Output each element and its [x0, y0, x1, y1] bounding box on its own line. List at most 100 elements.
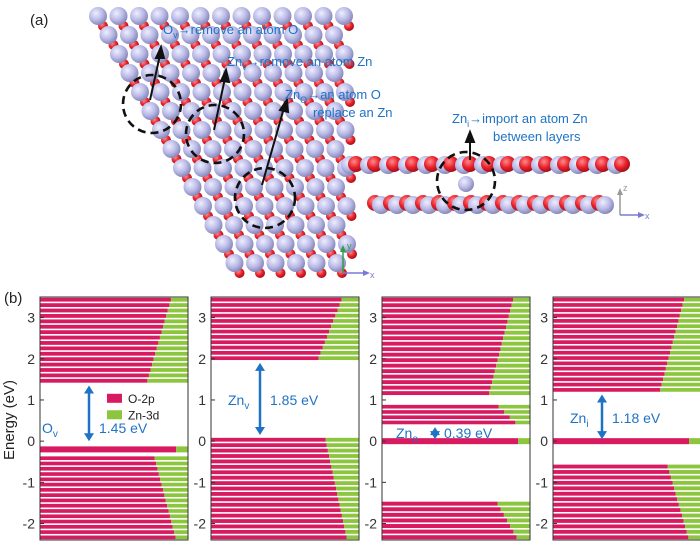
o-atom: [462, 156, 478, 172]
o2p-bar: [553, 519, 684, 523]
o-atom: [443, 156, 459, 172]
panel-a-label: (a): [30, 12, 48, 29]
zn-atom: [294, 7, 312, 25]
zn3d-bar: [161, 330, 188, 335]
y-tick-label: 3: [540, 310, 548, 326]
o-atom: [367, 156, 383, 172]
zn3d-bar: [663, 377, 700, 382]
o-atom: [614, 156, 630, 172]
zn3d-bar: [156, 346, 188, 351]
o2p-bar: [40, 346, 157, 351]
zn3d-bar: [156, 461, 188, 466]
o2p-bar: [553, 497, 678, 502]
zn-atom: [204, 216, 223, 234]
zn-atom: [596, 196, 614, 214]
zn-atom: [151, 83, 170, 101]
zn3d-bar: [507, 518, 530, 523]
zn3d-bar: [674, 334, 700, 339]
zn3d-bar: [167, 503, 188, 508]
o2p-bar: [211, 464, 332, 469]
zn-atom: [109, 7, 128, 25]
o2p-bar: [40, 456, 155, 461]
o2p-bar: [382, 524, 511, 529]
zn-atom: [264, 64, 282, 82]
zn-atom: [182, 102, 201, 120]
y-tick-label: 3: [369, 310, 377, 326]
o2p-bar: [553, 475, 671, 480]
o2p-bar: [382, 385, 491, 390]
y-tick-label: -1: [365, 474, 378, 490]
zn3d-bar: [341, 513, 359, 518]
zn3d-bar: [174, 530, 188, 534]
y-tick-label: 1: [540, 392, 548, 408]
o2p-bar: [553, 535, 689, 540]
zn-atom: [276, 235, 295, 253]
zn-atom: [246, 254, 264, 272]
o2p-bar: [382, 369, 495, 374]
o2p-bar: [40, 378, 148, 383]
zn3d-bar: [170, 297, 188, 302]
o2p-bar: [211, 345, 323, 350]
zn3d-bar: [158, 472, 188, 476]
defect-circle-zni: [435, 150, 497, 212]
o2p-bar: [40, 330, 162, 335]
o2p-bar: [382, 314, 509, 319]
zn-atom: [245, 178, 263, 196]
axes-indicator-top: y x: [340, 241, 375, 280]
zn3d-bar: [345, 529, 359, 534]
zn-atom: [276, 197, 294, 215]
svg-text:z: z: [623, 183, 628, 193]
o2p-bar: [553, 486, 675, 491]
zn3d-bar: [670, 350, 700, 355]
zn-atom: [232, 7, 251, 25]
legend-swatch-o2p: [107, 393, 122, 403]
o2p-bar: [382, 535, 517, 540]
zn-atom: [161, 64, 180, 82]
o2p-bar: [40, 461, 157, 466]
zn3d-bar: [681, 308, 700, 313]
o-atom: [519, 156, 535, 172]
annotation-zni: Zni→import an atom Zn: [452, 111, 588, 129]
zn3d-bar: [683, 519, 700, 523]
o2p-bar: [382, 319, 508, 324]
o2p-bar: [211, 335, 327, 339]
zn-atom: [326, 102, 344, 120]
defect-level-bar: [382, 438, 519, 445]
svg-text:x: x: [645, 211, 650, 221]
zn3d-bar: [150, 368, 188, 372]
zn3d-bar: [169, 303, 188, 308]
zn3d-bar: [147, 378, 188, 383]
o2p-bar: [553, 334, 675, 339]
zn-atom: [285, 102, 303, 120]
defect-level-bar-zn: [689, 438, 700, 445]
zn3d-bar: [158, 341, 188, 345]
o2p-bar: [382, 363, 497, 368]
o2p-bar: [40, 335, 160, 340]
zn-atom: [224, 178, 243, 196]
o2p-bar: [382, 330, 505, 335]
zn3d-bar: [332, 470, 359, 475]
zn-atom: [244, 102, 262, 120]
zn3d-bar: [341, 297, 359, 302]
o2p-bar: [553, 345, 672, 350]
o2p-bar: [211, 492, 338, 496]
o2p-bar: [382, 410, 505, 414]
zn3d-bar: [320, 350, 359, 355]
side-view-lattice: [341, 156, 630, 214]
o2p-bar: [40, 472, 159, 476]
y-tick-label: 3: [27, 310, 35, 326]
legend-label-zn3d: Zn-3d: [128, 408, 159, 422]
o2p-bar: [40, 357, 154, 362]
zn3d-bar: [682, 513, 700, 518]
zn3d-bar: [336, 486, 359, 491]
zn3d-bar: [148, 373, 188, 378]
zn-atom: [328, 254, 346, 272]
zn-atom: [266, 254, 285, 272]
zn3d-bar: [155, 351, 188, 356]
zn3d-bar: [162, 488, 188, 492]
o2p-bar: [553, 529, 687, 534]
y-tick-label: -1: [536, 474, 549, 490]
panel-b-label: (b): [4, 290, 22, 307]
zn-atom: [266, 216, 284, 234]
